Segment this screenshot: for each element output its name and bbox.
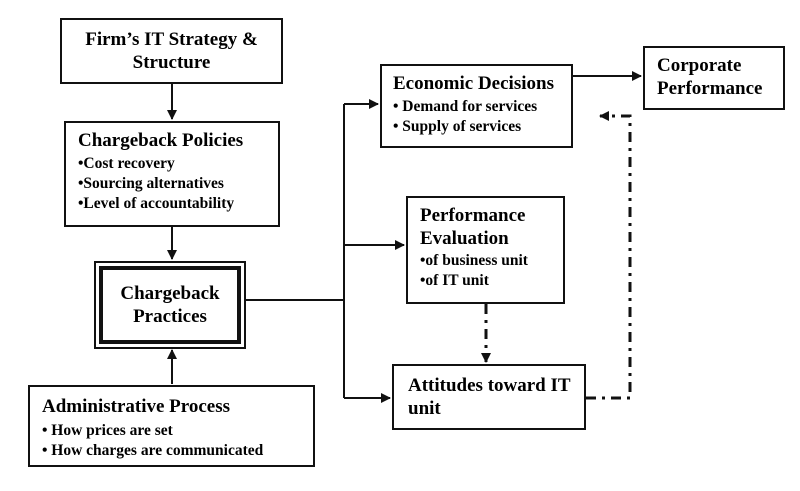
economic-item: • Demand for services [393,98,538,115]
policy-item: •Level of accountability [78,195,235,212]
attitudes-title: Attitudes toward IT unit [408,375,571,419]
evaluation-item: •of business unit [420,252,528,269]
admin-item: • How charges are communicated [42,442,264,459]
it-strategy-box: Firm’s IT Strategy & Structure [60,18,283,84]
admin-item: • How prices are set [42,422,173,439]
economic-item: • Supply of services [393,118,522,135]
chargeback-practices-box: Chargeback Practices [94,261,246,349]
chargeback-policies-title: Chargeback Policies [78,130,244,151]
chargeback-practices-inner: Chargeback Practices [99,266,241,344]
performance-evaluation-box: Performance Evaluation •of business unit… [406,196,565,304]
administrative-process-box: Administrative Process • How prices are … [28,385,315,467]
economic-decisions-title: Economic Decisions [393,73,554,94]
administrative-process-title: Administrative Process [42,396,231,417]
economic-decisions-box: Economic Decisions • Demand for services… [380,64,573,148]
corporate-performance-box: Corporate Performance [643,46,785,110]
chargeback-policies-box: Chargeback Policies •Cost recovery •Sour… [64,121,280,227]
policy-item: •Cost recovery [78,155,175,172]
corporate-performance-title: Corporate Performance [657,55,763,99]
evaluation-item: •of IT unit [420,272,489,289]
dashdot-attitudes-feedback [586,111,632,400]
performance-evaluation-title: Performance Evaluation [420,205,526,249]
it-strategy-title: Firm’s IT Strategy & Structure [85,29,258,73]
chargeback-practices-title: Chargeback Practices [120,283,220,327]
policy-item: •Sourcing alternatives [78,175,224,192]
attitudes-box: Attitudes toward IT unit [392,364,586,430]
